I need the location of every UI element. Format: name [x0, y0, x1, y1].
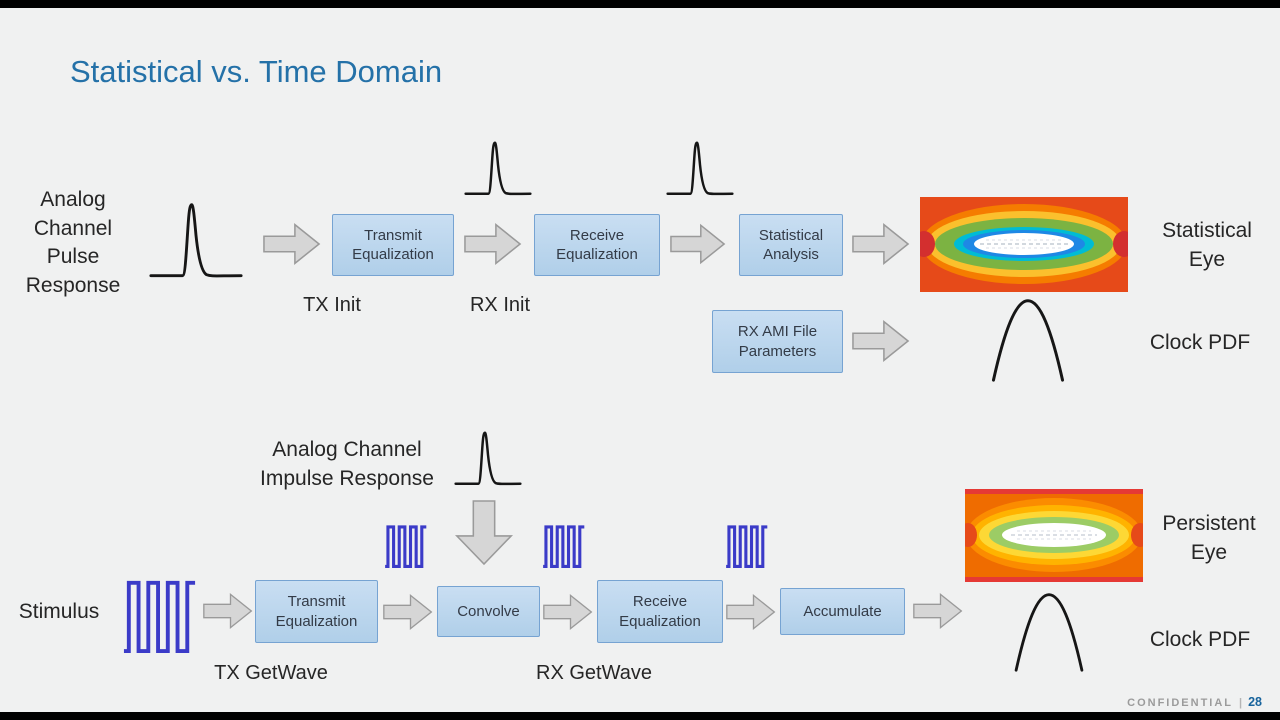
stimulus-waveform	[122, 574, 198, 654]
flow-arrow-right-icon	[670, 221, 726, 267]
letterbox-bottom	[0, 712, 1280, 720]
clock-pdf-curve	[986, 297, 1070, 383]
flow-arrow-right-icon	[203, 589, 253, 633]
slide-footer: CONFIDENTIAL | 28	[1127, 695, 1262, 709]
clock-pdf-label-statistical: Clock PDF	[1149, 331, 1251, 354]
transmit-equalization-box: Transmit Equalization	[332, 214, 454, 276]
box-label: Transmit Equalization	[275, 593, 358, 630]
box-label: Receive Equalization	[619, 593, 701, 630]
statistical-analysis-box: Statistical Analysis	[739, 214, 843, 276]
box-label: Statistical Analysis	[758, 226, 824, 264]
box-label: Convolve	[457, 602, 520, 620]
flow-arrow-right-icon	[726, 591, 776, 633]
convolve-box: Convolve	[437, 586, 540, 637]
confidential-label: CONFIDENTIAL	[1127, 697, 1234, 709]
persistent-eye-label: Persistent Eye	[1162, 512, 1256, 564]
receive-equalization-box: Receive Equalization	[534, 214, 660, 276]
clock-pdf-curve	[1008, 592, 1090, 672]
statistical-eye-label: Statistical Eye	[1162, 219, 1252, 271]
transmit-equalization-getwave-box: Transmit Equalization	[255, 580, 378, 643]
flow-arrow-right-icon	[464, 221, 522, 267]
tx-getwave-label: TX GetWave	[214, 662, 328, 684]
accumulate-box: Accumulate	[780, 588, 905, 635]
impulse-waveform-small	[452, 430, 524, 492]
letterbox-top	[0, 0, 1280, 8]
rx-init-label: RX Init	[469, 294, 531, 316]
flow-arrow-right-icon	[383, 591, 433, 633]
pulse-waveform-small	[460, 140, 536, 202]
page-number: 28	[1248, 695, 1262, 709]
flow-arrow-right-icon	[263, 221, 321, 267]
stimulus-label: Stimulus	[18, 600, 100, 623]
footer-divider: |	[1239, 697, 1243, 709]
tx-init-label: TX Init	[303, 294, 361, 316]
box-label: RX AMI File Parameters	[737, 323, 818, 360]
rx-ami-file-parameters-box: RX AMI File Parameters	[712, 310, 843, 373]
clock-pdf-label-time: Clock PDF	[1149, 628, 1251, 651]
flow-arrow-down-icon	[452, 500, 516, 566]
box-label: Receive Equalization	[556, 226, 638, 264]
box-label: Transmit Equalization	[352, 226, 434, 264]
flow-arrow-right-icon	[543, 591, 593, 633]
flow-arrow-right-icon	[852, 318, 910, 364]
rx-getwave-label: RX GetWave	[536, 662, 652, 684]
persistent-eye-image	[965, 489, 1143, 582]
receive-equalization-getwave-box: Receive Equalization	[597, 580, 723, 643]
box-label: Accumulate	[803, 602, 882, 620]
flow-arrow-right-icon	[913, 589, 963, 633]
statistical-eye-image	[920, 197, 1128, 292]
analog-channel-pulse-response-label: Analog Channel Pulse Response	[25, 188, 121, 297]
bitstream-waveform-small	[725, 522, 769, 568]
analog-channel-impulse-response-label: Analog Channel Impulse Response	[260, 438, 434, 490]
bitstream-waveform-small	[542, 522, 586, 568]
pulse-waveform-small	[664, 140, 736, 202]
slide-title: Statistical vs. Time Domain	[70, 54, 443, 89]
pulse-response-waveform	[148, 198, 244, 290]
bitstream-waveform-small	[384, 522, 428, 568]
flow-arrow-right-icon	[852, 221, 910, 267]
